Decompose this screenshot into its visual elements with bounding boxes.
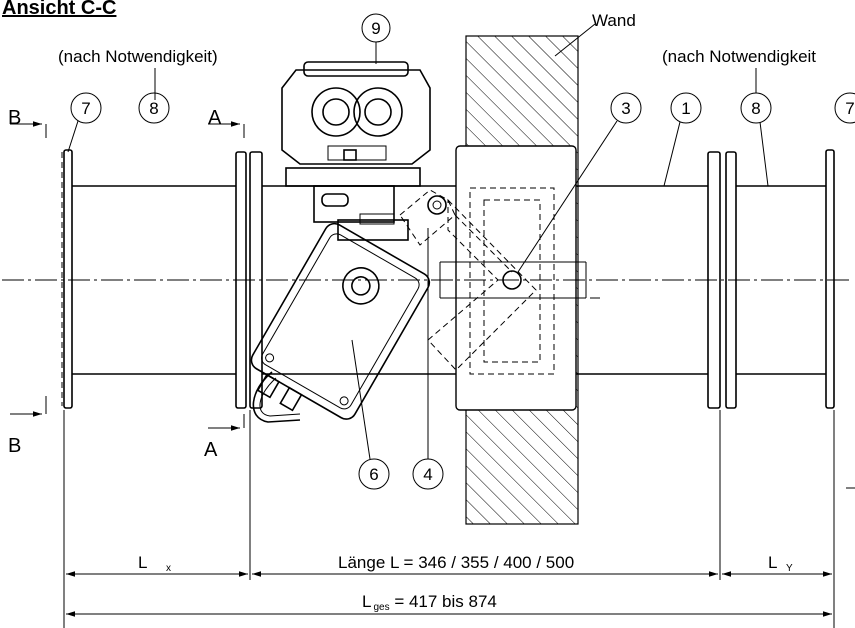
callout-8-right: 8 <box>740 68 772 187</box>
dim-lx-main: L <box>138 553 147 572</box>
svg-text:8: 8 <box>751 99 760 118</box>
dim-ly-main: L <box>768 553 777 572</box>
svg-text:9: 9 <box>371 19 380 38</box>
section-a-top: A <box>208 107 222 129</box>
svg-text:8: 8 <box>149 99 158 118</box>
note-right: (nach Notwendigkeit <box>662 47 816 66</box>
svg-text:1: 1 <box>681 99 690 118</box>
section-b-bottom: B <box>8 435 21 457</box>
callout-8-left: 8 <box>138 92 170 124</box>
callout-3: 3 <box>517 92 642 273</box>
note-left: (nach Notwendigkeit) <box>58 47 218 66</box>
wall <box>455 23 596 525</box>
callout-4: 4 <box>412 228 444 490</box>
left-duct <box>61 149 247 409</box>
svg-text:6: 6 <box>369 465 378 484</box>
callout-9: 9 <box>361 13 391 64</box>
callout-7-right: 7 <box>834 92 855 124</box>
actuator <box>250 222 431 420</box>
dimension-extensions <box>63 410 855 628</box>
actuator-cable <box>252 371 301 423</box>
callout-6: 6 <box>351 339 390 490</box>
actuator-cable-inner <box>259 377 301 417</box>
section-a-bottom: A <box>204 439 218 461</box>
callout-7-left: 7 <box>67 92 102 153</box>
section-b-top: B <box>8 107 21 129</box>
svg-text:7: 7 <box>81 99 90 118</box>
section-markers <box>10 121 245 431</box>
dim-ly-sub: Y <box>786 563 793 574</box>
svg-text:3: 3 <box>621 99 630 118</box>
linkage-arm <box>399 189 513 273</box>
svg-text:7: 7 <box>845 99 854 118</box>
drawing-title: Ansicht C-C <box>2 0 116 19</box>
wall-label: Wand <box>592 11 636 30</box>
callout-1: 1 <box>663 92 702 187</box>
right-duct <box>725 149 835 409</box>
svg-text:4: 4 <box>423 465 432 484</box>
dim-lx-sub: x <box>166 563 171 574</box>
mounting-bracket <box>285 167 421 241</box>
dim-length: Länge L = 346 / 355 / 400 / 500 <box>338 553 574 572</box>
junction-box <box>281 61 431 165</box>
